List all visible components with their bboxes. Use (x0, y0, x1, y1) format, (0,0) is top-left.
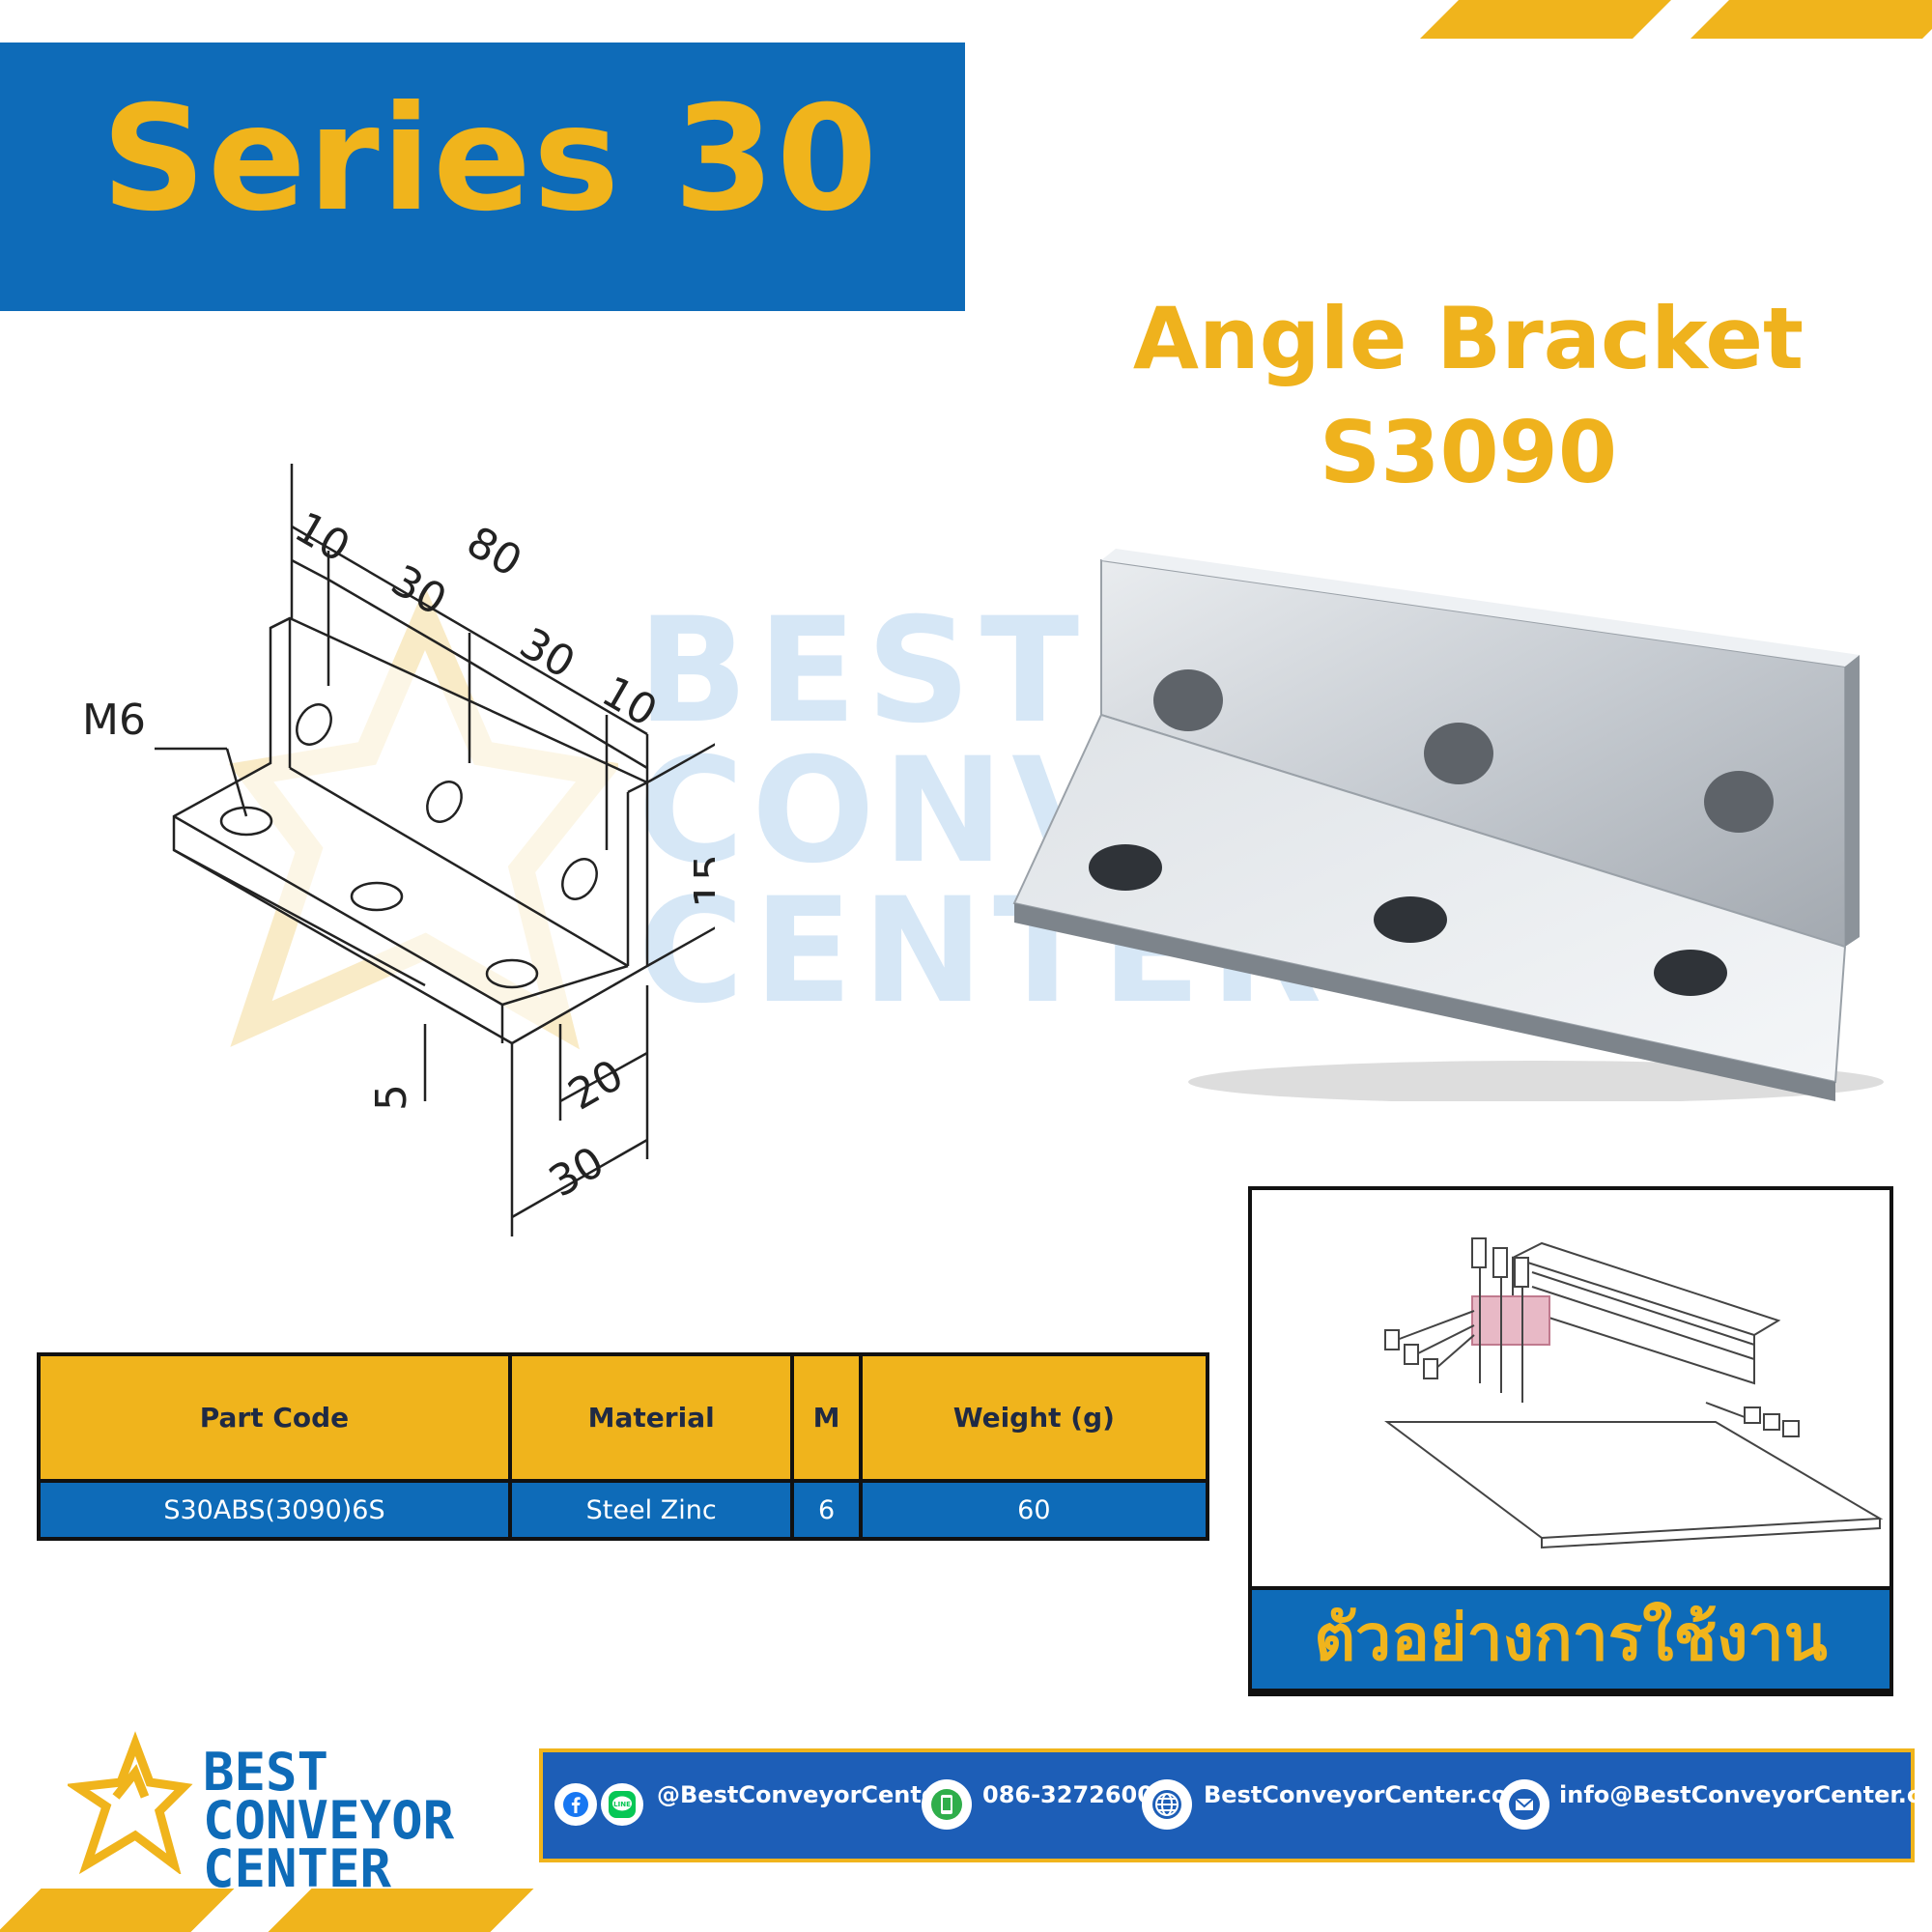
cell-m: 6 (790, 1479, 863, 1541)
mail-icon[interactable] (1499, 1779, 1549, 1830)
dim-pitch-2-label: 30 (512, 618, 583, 688)
product-photo (1012, 549, 1884, 1101)
cell-weight: 60 (858, 1479, 1210, 1541)
svg-text:LINE: LINE (613, 1801, 631, 1808)
dim-edge-2-label: 10 (594, 667, 666, 736)
contact-bar: LINE @BestConveyorCenter 086-3272600 Bes… (539, 1748, 1932, 1862)
brand-logo-icon (68, 1731, 193, 1874)
cell-part-code: S30ABS(3090)6S (37, 1479, 512, 1541)
line-icon[interactable]: LINE (601, 1783, 643, 1826)
header-material: Material (507, 1352, 795, 1483)
product-name: Angle Bracket (1132, 289, 1804, 388)
series-title: Series 30 (101, 75, 880, 243)
website-link[interactable]: BestConveyorCenter.com (1204, 1781, 1532, 1808)
globe-icon[interactable] (1142, 1779, 1192, 1830)
phone-icon[interactable] (922, 1779, 972, 1830)
dim-total-label: 80 (459, 517, 530, 586)
product-code: S3090 (1319, 403, 1618, 502)
dim-thickness-label: 5 (367, 1084, 416, 1111)
application-diagram (1384, 1237, 1884, 1549)
thread-label: M6 (82, 696, 146, 745)
product-title: Angle Bracket S3090 (1072, 282, 1864, 510)
logo-line-1: BEST (203, 1742, 329, 1803)
email-link[interactable]: info@BestConveyorCenter.com (1559, 1781, 1932, 1808)
dim-hole-height-label: 15 (686, 854, 715, 908)
bottom-stripe-1 (0, 1889, 235, 1932)
series-banner (0, 43, 965, 311)
application-label: ตัวอย่างการใช้งาน (1248, 1586, 1893, 1692)
header-weight: Weight (g) (858, 1352, 1210, 1483)
dim-hole-depth-label: 20 (560, 1050, 632, 1120)
table-row: S30ABS(3090)6S Steel Zinc 6 60 (37, 1479, 1210, 1541)
spec-table: Part Code Material M Weight (g) S30ABS(3… (37, 1352, 1210, 1541)
technical-drawing: 10 30 80 30 10 M6 30 15 5 20 30 (82, 464, 715, 1236)
top-stripe-1 (1420, 0, 1671, 39)
cell-material: Steel Zinc (507, 1479, 795, 1541)
top-stripe-2 (1690, 0, 1932, 39)
spec-header-row: Part Code Material M Weight (g) (37, 1352, 1210, 1483)
logo-line-2: CONVEYOR (203, 1790, 455, 1851)
header-part-code: Part Code (37, 1352, 512, 1483)
brand-logo-text: BEST CONVEYOR CENTER (203, 1742, 455, 1899)
social-handle[interactable]: @BestConveyorCenter (657, 1781, 949, 1808)
dim-depth-label: 30 (541, 1137, 612, 1207)
phone-number[interactable]: 086-3272600 (982, 1781, 1153, 1808)
header-m: M (790, 1352, 863, 1483)
facebook-icon[interactable] (554, 1783, 597, 1826)
logo-line-3: CENTER (203, 1838, 392, 1899)
